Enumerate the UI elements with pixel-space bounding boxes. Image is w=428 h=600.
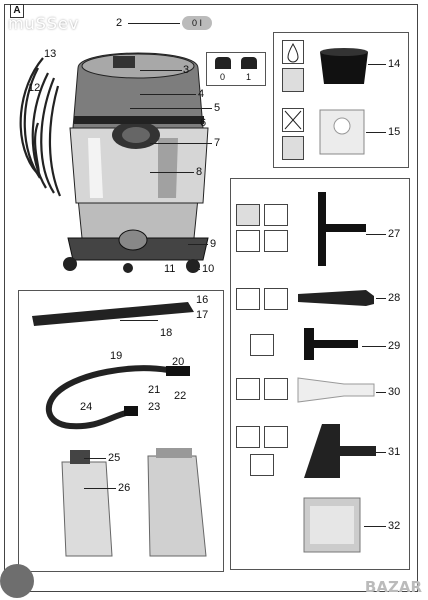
tile-floor-icon — [236, 230, 260, 252]
callout-26: 26 — [118, 482, 131, 494]
callout-27: 27 — [388, 228, 401, 240]
crevice-icon — [236, 288, 260, 310]
callout-31: 31 — [388, 446, 401, 458]
callout-12: 12 — [28, 82, 41, 94]
callout-16: 16 — [196, 294, 209, 306]
debris-icon — [282, 136, 304, 160]
callout-15: 15 — [388, 126, 401, 138]
callout-24: 24 — [80, 401, 93, 413]
callout-4: 4 — [198, 88, 205, 100]
callout-29: 29 — [388, 340, 401, 352]
callout-32: 32 — [388, 520, 401, 532]
filter-bag-icon — [319, 109, 365, 155]
extension-tube-illustration — [32, 302, 194, 326]
callout-14: 14 — [388, 58, 401, 70]
watermark-top: muSSev — [8, 14, 80, 33]
callout-18: 18 — [160, 327, 173, 339]
callout-13: 13 — [44, 48, 57, 60]
manual-frame — [4, 4, 418, 592]
seat-icon — [236, 378, 260, 400]
floor-nozzle-27 — [318, 192, 366, 266]
callout-11: 11 — [164, 263, 176, 275]
callout-21: 21 — [148, 384, 161, 396]
callout-23: 23 — [148, 401, 161, 413]
crevice-nozzle-28 — [298, 290, 374, 306]
leader-2 — [128, 23, 180, 24]
drop-icon — [264, 378, 288, 400]
filters-box — [273, 32, 409, 168]
callout-19: 20 — [172, 356, 185, 368]
section-letter: A — [10, 4, 24, 18]
callout-28: 28 — [388, 292, 401, 304]
callout-3: 3 — [183, 64, 190, 76]
callout-7: 7 — [214, 137, 221, 149]
debris-icon — [236, 204, 260, 226]
wet-nozzle-30 — [297, 377, 375, 403]
switch-positions-box: 0 1 — [206, 52, 266, 86]
callout-25: 25 — [108, 452, 121, 464]
no-water-icon — [282, 108, 304, 132]
vacuum-cleaner-illustration — [19, 52, 209, 273]
spray-tank-illustration — [61, 448, 207, 557]
grid-floor-icon — [264, 426, 288, 448]
drop-icon — [264, 204, 288, 226]
debris-icon — [282, 68, 304, 92]
wet-floor-nozzle-31 — [304, 424, 376, 478]
accessories-right-box — [230, 178, 410, 570]
watermark-badge — [0, 564, 34, 598]
seat-icon — [264, 288, 288, 310]
callout-20: 22 — [174, 390, 187, 402]
callout-17: 17 — [196, 309, 209, 321]
foam-filter-icon — [320, 48, 368, 84]
callout-6: 6 — [200, 117, 207, 129]
switch-pos-1: 1 — [246, 72, 252, 82]
callout-5: 5 — [214, 102, 221, 114]
suction-hose-illustration — [45, 365, 190, 430]
tile-floor-icon — [236, 426, 260, 448]
callout-9: 9 — [210, 238, 217, 250]
callout-8: 8 — [196, 166, 203, 178]
drop-icon — [282, 40, 304, 64]
switch-pos-0: 0 — [220, 72, 226, 82]
filter-bag-packet-32 — [303, 497, 361, 553]
watermark-bottom-right: BAZAR — [364, 578, 422, 596]
upholstery-nozzle-29 — [304, 328, 358, 360]
accessories-left-box — [18, 290, 224, 572]
grid-floor-icon — [264, 230, 288, 252]
callout-22: 19 — [110, 350, 123, 362]
seat-icon — [250, 334, 274, 356]
switch-indicator: 0 I — [182, 16, 212, 30]
callout-2: 2 — [116, 17, 123, 29]
callout-10: 10 — [202, 263, 215, 275]
drop-icon — [250, 454, 274, 476]
callout-30: 30 — [388, 386, 401, 398]
